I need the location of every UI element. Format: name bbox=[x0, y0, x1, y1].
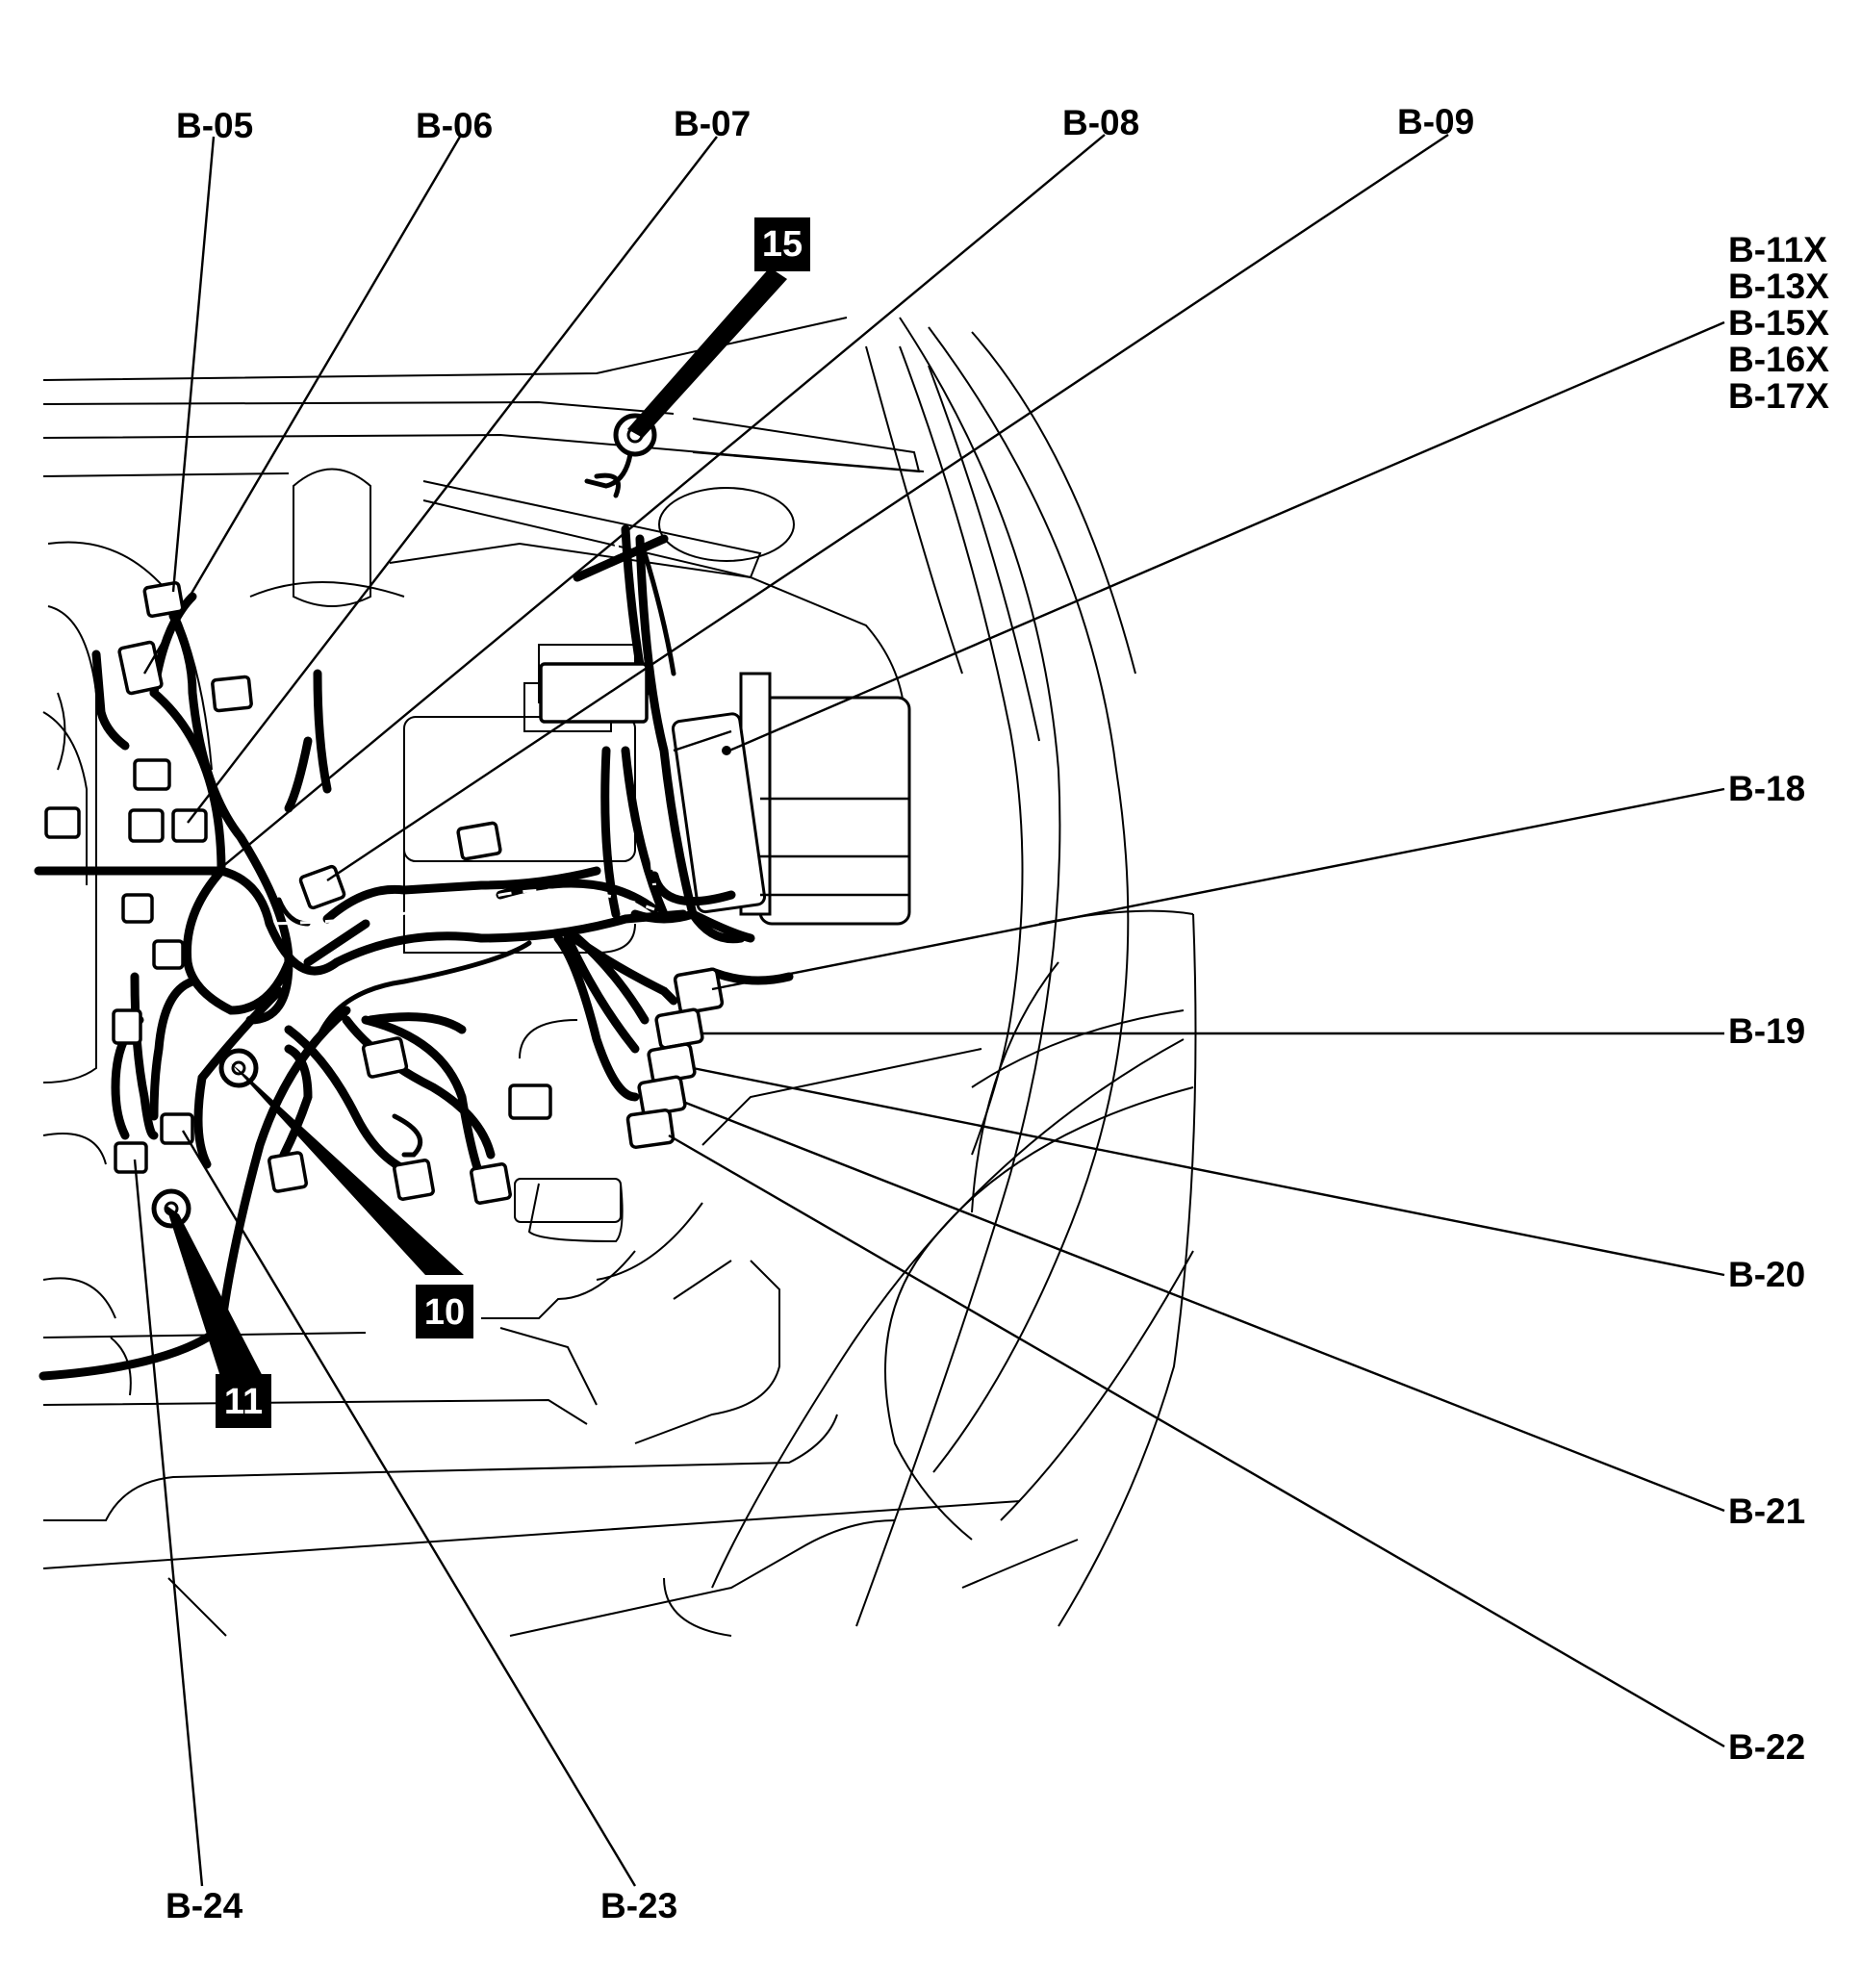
wedge-10 bbox=[231, 1063, 464, 1275]
connector bbox=[470, 1162, 512, 1205]
ground-tag-11: 11 bbox=[216, 1374, 271, 1428]
leader-b05 bbox=[171, 136, 216, 593]
connector bbox=[508, 1083, 552, 1120]
label-b24: B-24 bbox=[166, 1886, 243, 1925]
connector-b24 bbox=[114, 1141, 148, 1174]
label-b11x: B-11X bbox=[1728, 230, 1827, 269]
label-b22: B-22 bbox=[1728, 1727, 1805, 1767]
label-b09: B-09 bbox=[1397, 102, 1474, 141]
label-b21: B-21 bbox=[1728, 1491, 1805, 1531]
label-b06: B-06 bbox=[416, 106, 493, 145]
leader-b21 bbox=[682, 1100, 1725, 1513]
connector-b07a bbox=[128, 808, 165, 843]
wedge-11 bbox=[166, 1205, 268, 1386]
connector bbox=[456, 821, 502, 861]
ground-tag-wedges bbox=[166, 268, 787, 1386]
leader-b07 bbox=[187, 136, 718, 824]
connector bbox=[152, 939, 185, 970]
relay-box bbox=[671, 672, 911, 926]
label-b05: B-05 bbox=[176, 106, 253, 145]
label-b16x: B-16X bbox=[1728, 340, 1829, 379]
label-b20: B-20 bbox=[1728, 1255, 1805, 1294]
wedge-15 bbox=[627, 268, 787, 438]
ground-tag-10: 10 bbox=[416, 1285, 473, 1338]
connector bbox=[121, 893, 154, 924]
harness-stripe bbox=[614, 538, 656, 886]
connector-b05 bbox=[142, 580, 185, 619]
leader-b11x bbox=[728, 320, 1725, 752]
label-b23: B-23 bbox=[600, 1886, 677, 1925]
connector bbox=[44, 806, 81, 839]
leader-lines bbox=[133, 134, 1725, 1887]
connector-b19 bbox=[654, 1007, 704, 1050]
ground-tag-10-text: 10 bbox=[424, 1292, 465, 1333]
leader-b06 bbox=[142, 136, 462, 675]
ground-tag-15: 15 bbox=[754, 217, 810, 271]
label-b17x: B-17X bbox=[1728, 376, 1829, 416]
leader-b09 bbox=[326, 134, 1449, 881]
label-b19: B-19 bbox=[1728, 1011, 1805, 1051]
leader-b23 bbox=[181, 1130, 637, 1887]
connectors bbox=[44, 580, 725, 1205]
label-b18: B-18 bbox=[1728, 769, 1805, 808]
harness-stripe bbox=[249, 888, 655, 926]
leader-b18 bbox=[711, 787, 1725, 991]
label-b15x: B-15X bbox=[1728, 303, 1829, 343]
connector bbox=[112, 1008, 142, 1045]
connector-b07b bbox=[171, 808, 208, 843]
ground-tag-11-text: 11 bbox=[224, 1382, 263, 1422]
leader-b24 bbox=[133, 1159, 204, 1887]
leader-b08 bbox=[211, 134, 1106, 877]
connector-labels: B-05 B-06 B-07 B-08 B-09 B-11X B-13X B-1… bbox=[166, 102, 1829, 1925]
label-b13x: B-13X bbox=[1728, 267, 1829, 306]
connector-b06 bbox=[117, 640, 164, 696]
connector bbox=[268, 1151, 308, 1193]
leader-b20 bbox=[692, 1066, 1725, 1277]
leader-b22 bbox=[668, 1134, 1725, 1748]
connector-b22 bbox=[625, 1109, 676, 1149]
ground-tag-15-text: 15 bbox=[762, 224, 803, 265]
label-b08: B-08 bbox=[1062, 103, 1139, 142]
connector-b06b bbox=[211, 675, 253, 713]
connector-b18 bbox=[673, 967, 725, 1015]
connector bbox=[393, 1159, 435, 1201]
connector bbox=[133, 758, 171, 791]
label-b07: B-07 bbox=[674, 104, 751, 143]
connector bbox=[361, 1036, 409, 1079]
connector-block bbox=[539, 662, 649, 724]
